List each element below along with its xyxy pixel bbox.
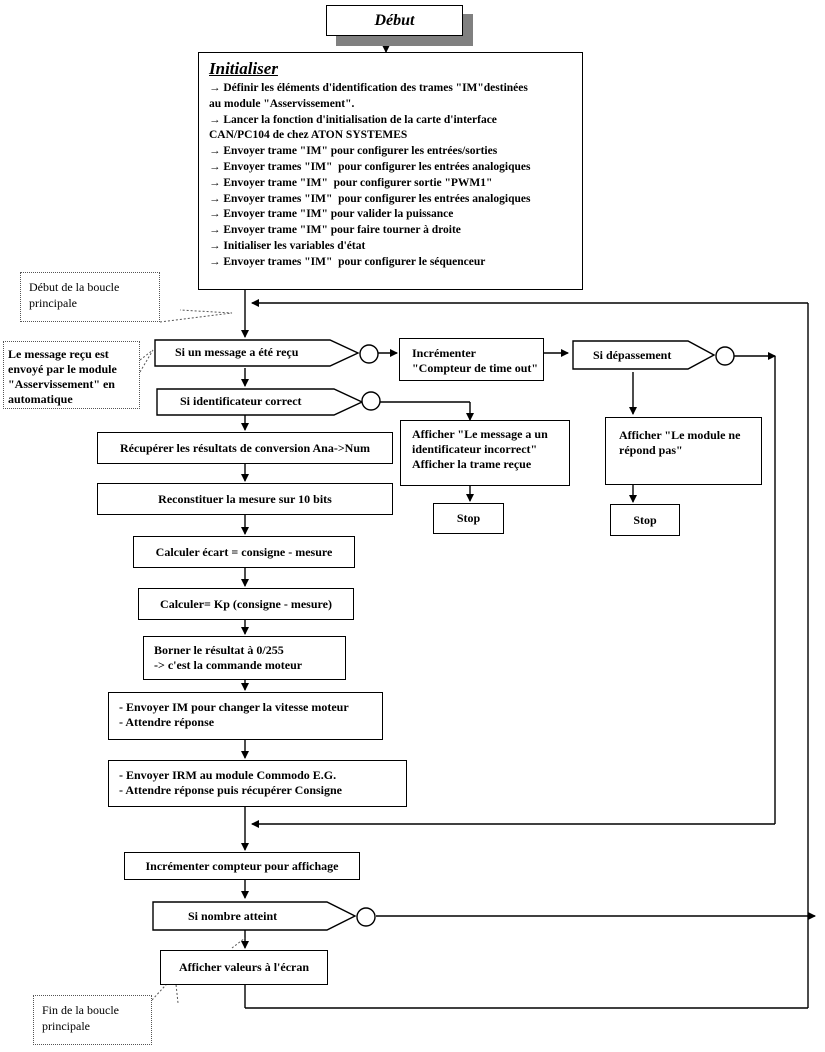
step-line: -> c'est la commande moteur (154, 658, 303, 672)
send-irm-box: - Envoyer IRM au module Commodo E.G. - A… (108, 760, 407, 807)
note-line: Début de la boucle (29, 280, 120, 294)
note-line: principale (29, 296, 77, 310)
stop-box-1: Stop (433, 503, 504, 534)
decision-message-no-connector (359, 344, 379, 364)
stop-box-2: Stop (610, 504, 680, 536)
decision-overflow-label: Si dépassement (593, 348, 672, 362)
note-line: envoyé par le module (8, 362, 117, 376)
init-line: CAN/PC104 de chez ATON SYSTEMES (209, 129, 408, 142)
compute-error-box: Calculer écart = consigne - mesure (133, 536, 355, 568)
init-title: Initialiser (209, 59, 278, 78)
init-line: → Initialiser les variables d'état (209, 239, 366, 252)
step-line: Borner le résultat à 0/255 (154, 643, 284, 657)
rebuild-measure-box: Reconstituer la mesure sur 10 bits (97, 483, 393, 515)
init-line: au module "Asservissement". (209, 97, 355, 110)
stop-label: Stop (456, 511, 481, 525)
decision-identifier-label: Si identificateur correct (180, 394, 302, 408)
note-line: principale (42, 1019, 90, 1033)
step-label: Reconstituer la mesure sur 10 bits (158, 491, 332, 506)
init-line: → Envoyer trame "IM" pour valider la pui… (209, 208, 454, 221)
increment-timeout-box: Incrémenter "Compteur de time out" (399, 338, 544, 381)
step-line: Incrémenter (412, 346, 476, 360)
decision-count-label: Si nombre atteint (188, 909, 278, 923)
start-label: Début (374, 12, 415, 29)
note-line: "Asservissement" en (8, 377, 115, 391)
decision-overflow-yes-connector (715, 346, 735, 366)
step-label: Récupérer les résultats de conversion An… (119, 440, 371, 455)
decision-count-yes-connector (356, 907, 376, 927)
step-line: Afficher la trame reçue (412, 457, 532, 471)
start-box: Début (326, 5, 463, 36)
init-box: Initialiser → Définir les éléments d'ide… (198, 52, 583, 290)
increment-display-box: Incrémenter compteur pour affichage (124, 852, 360, 880)
init-line: → Envoyer trame "IM" pour faire tourner … (209, 224, 461, 237)
send-speed-box: - Envoyer IM pour changer la vitesse mot… (108, 692, 383, 740)
step-line: - Envoyer IM pour changer la vitesse mot… (119, 700, 349, 714)
init-line: → Lancer la fonction d'initialisation de… (209, 113, 497, 126)
step-line: répond pas" (619, 443, 683, 457)
note-line: Le message reçu est (8, 347, 109, 361)
decision-overflow-shape (572, 340, 716, 370)
note-line: automatique (8, 392, 73, 406)
decision-count-shape (152, 901, 357, 931)
step-line: - Envoyer IRM au module Commodo E.G. (119, 768, 337, 782)
show-bad-id-box: Afficher "Le message a un identificateur… (400, 420, 570, 486)
step-line: - Attendre réponse puis récupérer Consig… (119, 783, 342, 797)
get-results-box: Récupérer les résultats de conversion An… (97, 432, 393, 464)
init-line: → Envoyer trames "IM" pour configurer le… (209, 255, 486, 268)
clamp-result-box: Borner le résultat à 0/255 -> c'est la c… (143, 636, 346, 680)
step-line: - Attendre réponse (119, 715, 215, 729)
step-line: identificateur incorrect" (412, 442, 538, 456)
decision-identifier-no-connector (361, 391, 381, 411)
compute-kp-box: Calculer= Kp (consigne - mesure) (138, 588, 354, 620)
display-values-box: Afficher valeurs à l'écran (160, 950, 328, 985)
decision-message-shape (154, 339, 360, 367)
note-loop-start: Début de la boucle principale (20, 272, 160, 322)
init-line: → Envoyer trames "IM" pour configurer le… (209, 160, 531, 173)
stop-label: Stop (633, 512, 657, 527)
step-label: Calculer écart = consigne - mesure (155, 544, 333, 559)
note-message-source: Le message reçu est envoyé par le module… (3, 341, 140, 409)
init-line: → Définir les éléments d'identification … (209, 82, 528, 94)
step-label: Afficher valeurs à l'écran (178, 960, 310, 974)
note-line: Fin de la boucle (42, 1003, 119, 1017)
step-line: Afficher "Le message a un (412, 427, 548, 441)
step-line: "Compteur de time out" (412, 361, 539, 375)
init-line: → Envoyer trame "IM" pour configurer sor… (209, 176, 493, 189)
note-loop-end: Fin de la boucle principale (33, 995, 152, 1045)
init-line: → Envoyer trames "IM" pour configurer le… (209, 192, 531, 205)
show-no-reply-box: Afficher "Le module ne répond pas" (605, 417, 762, 485)
init-line: → Envoyer trame "IM" pour configurer les… (209, 145, 498, 158)
step-label: Incrémenter compteur pour affichage (145, 858, 339, 873)
step-label: Calculer= Kp (consigne - mesure) (160, 596, 332, 611)
step-line: Afficher "Le module ne (619, 428, 741, 442)
decision-identifier-shape (156, 388, 364, 416)
decision-message-label: Si un message a été reçu (175, 345, 299, 359)
